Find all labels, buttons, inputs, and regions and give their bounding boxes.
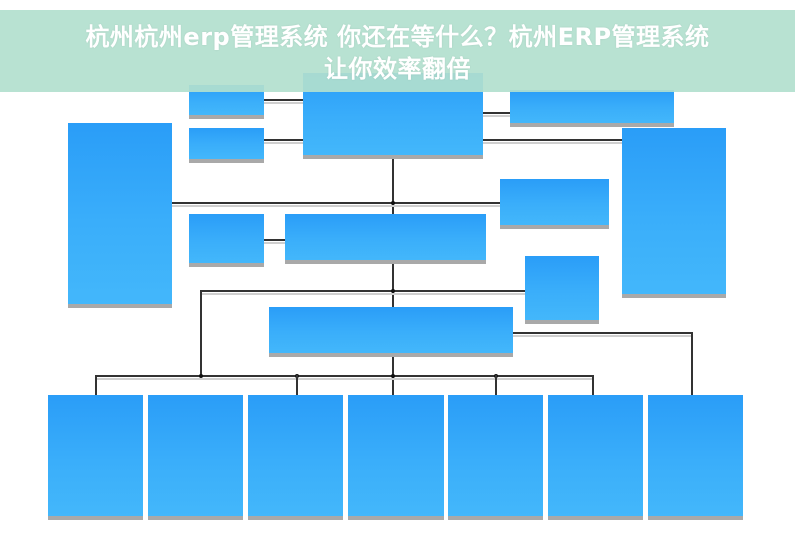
node-bottom-4[interactable] <box>348 395 444 516</box>
connector-right-drop <box>691 332 693 395</box>
connector-topleft1-to-top <box>264 99 303 103</box>
node-lower-center[interactable] <box>269 307 513 353</box>
node-bottom-7[interactable] <box>648 395 743 516</box>
connector-lower-to-right <box>513 332 691 336</box>
connector-left-drop <box>200 290 202 375</box>
title-banner: 杭州杭州erp管理系统 你还在等什么？杭州ERP管理系统 让你效率翻倍 <box>0 10 795 92</box>
connector-midleft-to-midcenter <box>264 239 285 243</box>
junction-dot <box>390 200 395 205</box>
connector-top-to-topright1 <box>483 112 510 116</box>
connector-crossbar-middle <box>200 290 525 294</box>
banner-title: 杭州杭州erp管理系统 你还在等什么？杭州ERP管理系统 让你效率翻倍 <box>0 21 795 85</box>
node-bottom-1[interactable] <box>48 395 143 516</box>
junction-dot <box>198 373 203 378</box>
node-bottom-6[interactable] <box>548 395 643 516</box>
banner-line-2: 让你效率翻倍 <box>324 55 471 83</box>
node-left-tall[interactable] <box>68 123 172 304</box>
node-mid-center[interactable] <box>285 214 486 260</box>
node-bottom-2[interactable] <box>148 395 243 516</box>
banner-line-1: 杭州杭州erp管理系统 你还在等什么？杭州ERP管理系统 <box>85 23 710 51</box>
node-top-left-2[interactable] <box>189 128 264 159</box>
node-bottom-3[interactable] <box>248 395 343 516</box>
node-mid-left-small[interactable] <box>189 214 264 263</box>
connector-drop-b5 <box>495 375 497 395</box>
node-bottom-5[interactable] <box>448 395 543 516</box>
junction-dot <box>390 373 395 378</box>
connector-midcenter-vertical <box>392 260 394 307</box>
junction-dot <box>390 288 395 293</box>
connector-top-vertical <box>392 155 394 214</box>
connector-drop-b6 <box>592 375 594 395</box>
connector-drop-b1 <box>95 375 97 395</box>
connector-crossbar-bottom <box>95 375 593 379</box>
connector-topleft2-to-top <box>264 139 303 143</box>
node-right-tall[interactable] <box>622 128 726 294</box>
connector-drop-b3 <box>296 375 298 395</box>
connector-crossbar-upper <box>172 202 500 206</box>
connector-top-to-righttall <box>483 139 622 143</box>
node-mid-right-2[interactable] <box>525 256 599 320</box>
node-top-right-1[interactable] <box>510 90 674 123</box>
node-mid-right-1[interactable] <box>500 179 609 225</box>
